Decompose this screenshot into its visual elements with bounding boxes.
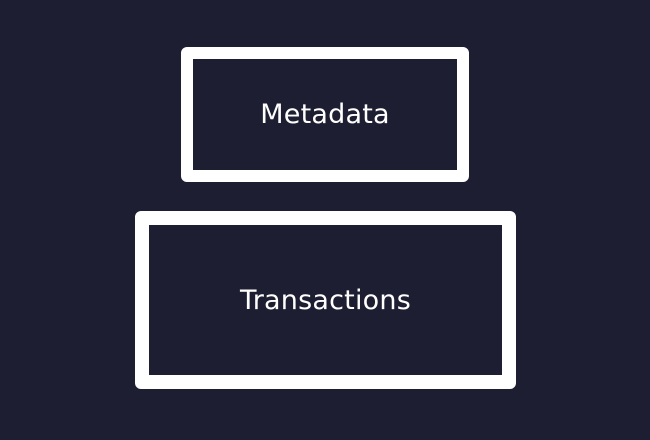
transactions-block: Transactions [135,211,516,389]
transactions-label: Transactions [240,284,411,316]
metadata-label: Metadata [260,99,390,130]
metadata-block: Metadata [181,47,469,182]
